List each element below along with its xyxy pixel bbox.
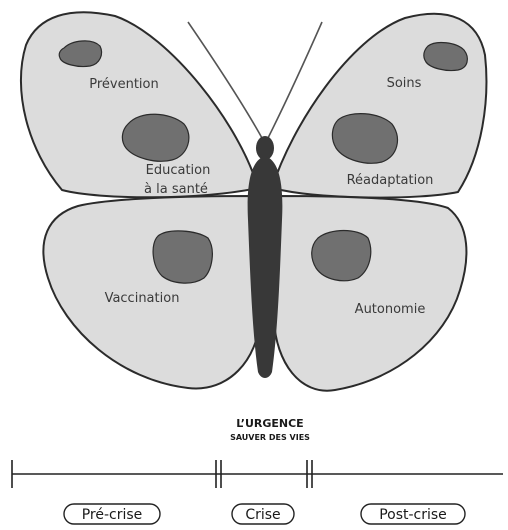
label-prevention: Prévention — [89, 77, 159, 92]
label-autonomie: Autonomie — [355, 302, 426, 317]
label-vaccination: Vaccination — [105, 291, 180, 306]
wing-upper-left — [21, 12, 258, 197]
label-education: Education — [146, 163, 211, 178]
spot — [122, 114, 189, 161]
phase-crise: Crise — [245, 507, 280, 523]
label-readaptation: Réadaptation — [347, 173, 434, 188]
wing-lower-right — [273, 196, 466, 391]
spot — [153, 231, 212, 283]
label-sante: à la santé — [144, 182, 208, 197]
label-soins: Soins — [387, 76, 422, 91]
caption-urgence: L’URGENCE — [236, 417, 303, 430]
caption-sauver: SAUVER DES VIES — [230, 433, 310, 442]
phase-pre-crise: Pré-crise — [82, 507, 143, 523]
phase-post-crise: Post-crise — [379, 507, 447, 523]
wing-upper-right — [272, 14, 486, 198]
spot — [312, 231, 371, 281]
